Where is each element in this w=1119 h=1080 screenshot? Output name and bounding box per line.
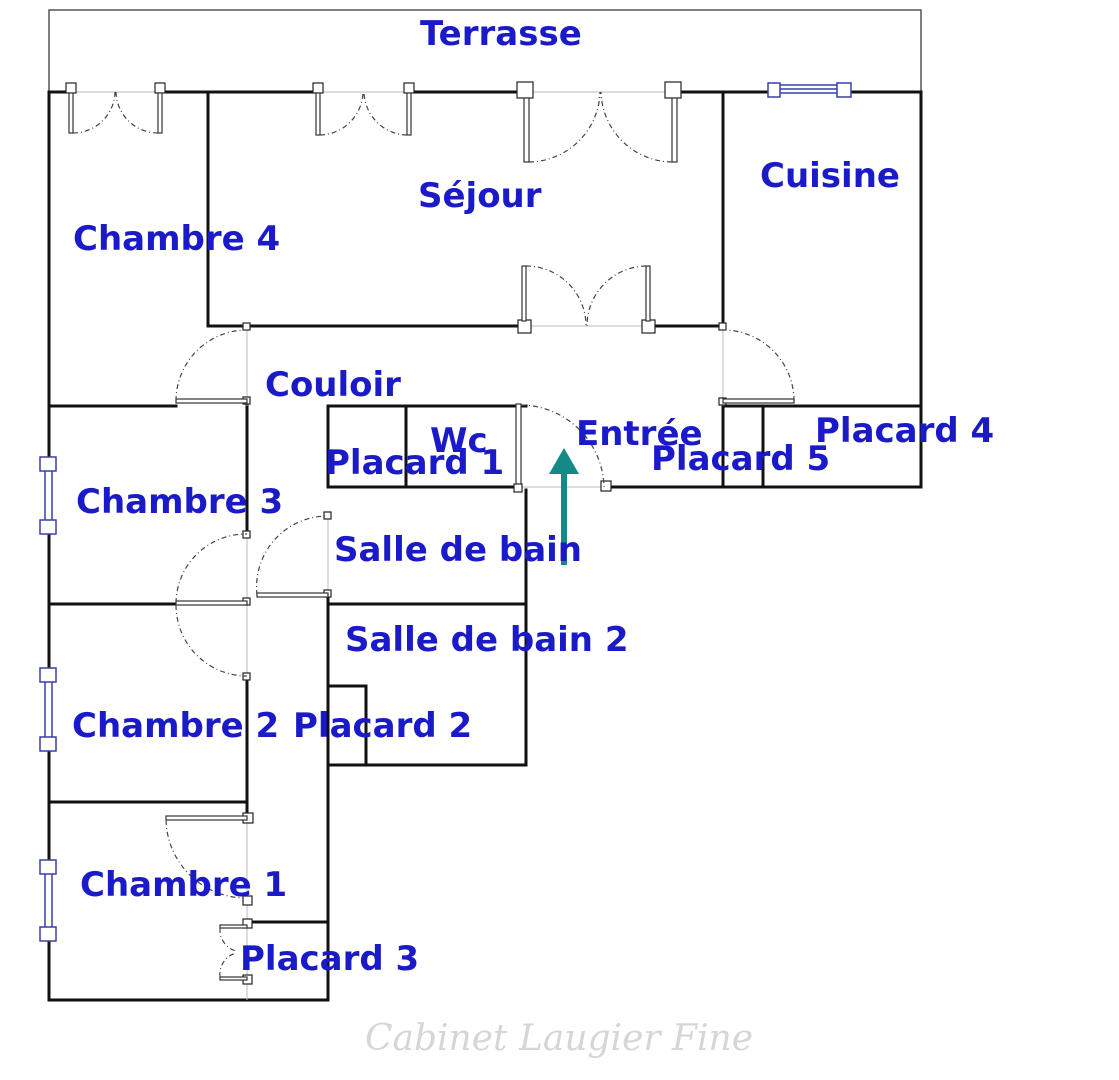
watermark: Cabinet Laugier Fine [365, 1018, 753, 1059]
windows [39, 82, 852, 942]
room-label-chambre-1: Chambre 1 [80, 865, 287, 905]
terrace-outline [48, 9, 922, 92]
room-label-salle-de-bain-2: Salle de bain 2 [345, 620, 629, 660]
room-label-chambre-3: Chambre 3 [76, 482, 283, 522]
room-label-cuisine: Cuisine [760, 156, 900, 196]
room-label-salle-de-bain: Salle de bain [334, 530, 582, 570]
room-label-terrasse: Terrasse [420, 14, 582, 54]
room-label-placard-2: Placard 2 [293, 706, 472, 746]
room-label-placard-1: Placard 1 [325, 443, 504, 483]
room-label-placard-5: Placard 5 [651, 439, 830, 479]
entrance-arrow [549, 448, 579, 565]
room-label-wc: Wc [430, 421, 488, 461]
room-label-entree: Entrée [576, 414, 703, 454]
open-boundaries [72, 91, 724, 1000]
room-label-placard-4: Placard 4 [815, 411, 994, 451]
doors [65, 81, 795, 985]
room-label-chambre-4: Chambre 4 [73, 219, 280, 259]
room-label-placard-3: Placard 3 [240, 939, 419, 979]
room-label-chambre-2: Chambre 2 [72, 706, 279, 746]
interior-walls [47, 90, 923, 924]
room-label-couloir: Couloir [265, 365, 401, 405]
room-label-sejour: Séjour [418, 176, 542, 216]
